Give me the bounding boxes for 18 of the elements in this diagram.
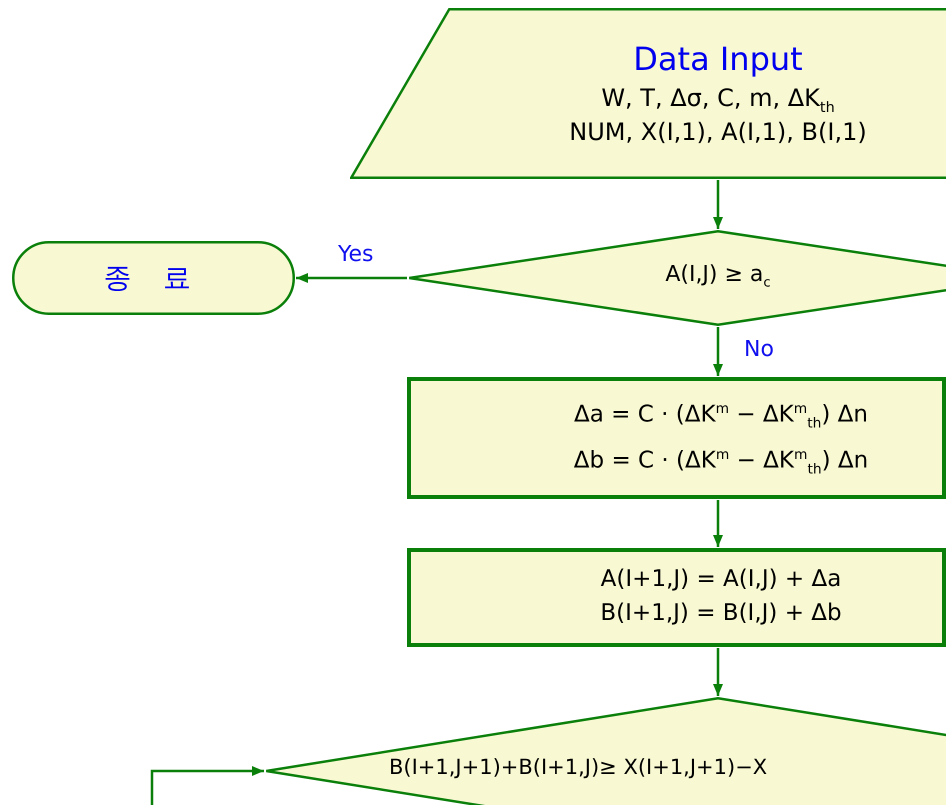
heading: Data Input — [633, 40, 803, 78]
condition-text: A(I,J) ≥ a$_{c}$ — [665, 262, 771, 290]
arrow — [150, 766, 264, 805]
input-list: NUM, X(I,1), A(I,1), B(I,1) — [569, 118, 867, 146]
arrow — [713, 648, 723, 696]
formula: A(I+1,J) = A(I,J) + Δa — [600, 566, 842, 592]
formula: Δa = C · (ΔK$^{m}$ − ΔK$^{m}$$_{th}$) Δn — [574, 401, 868, 432]
terminal-text: 종 료 — [104, 260, 202, 296]
condition-text: B(I+1,J+1)+B(I+1,J)≥ X(I+1,J+1)−X — [389, 755, 768, 779]
arrow — [713, 180, 723, 229]
arrow — [713, 327, 723, 376]
process-box — [407, 548, 946, 647]
formula: Δb = C · (ΔK$^{m}$ − ΔK$^{m}$$_{th}$) Δn — [574, 447, 868, 478]
formula: B(I+1,J) = B(I,J) + Δb — [600, 600, 842, 626]
process-box — [407, 377, 946, 499]
arrow — [296, 273, 407, 283]
arrow — [713, 500, 723, 547]
input-list: W, T, Δσ, C, m, ΔK$_{th}$ — [601, 84, 835, 116]
